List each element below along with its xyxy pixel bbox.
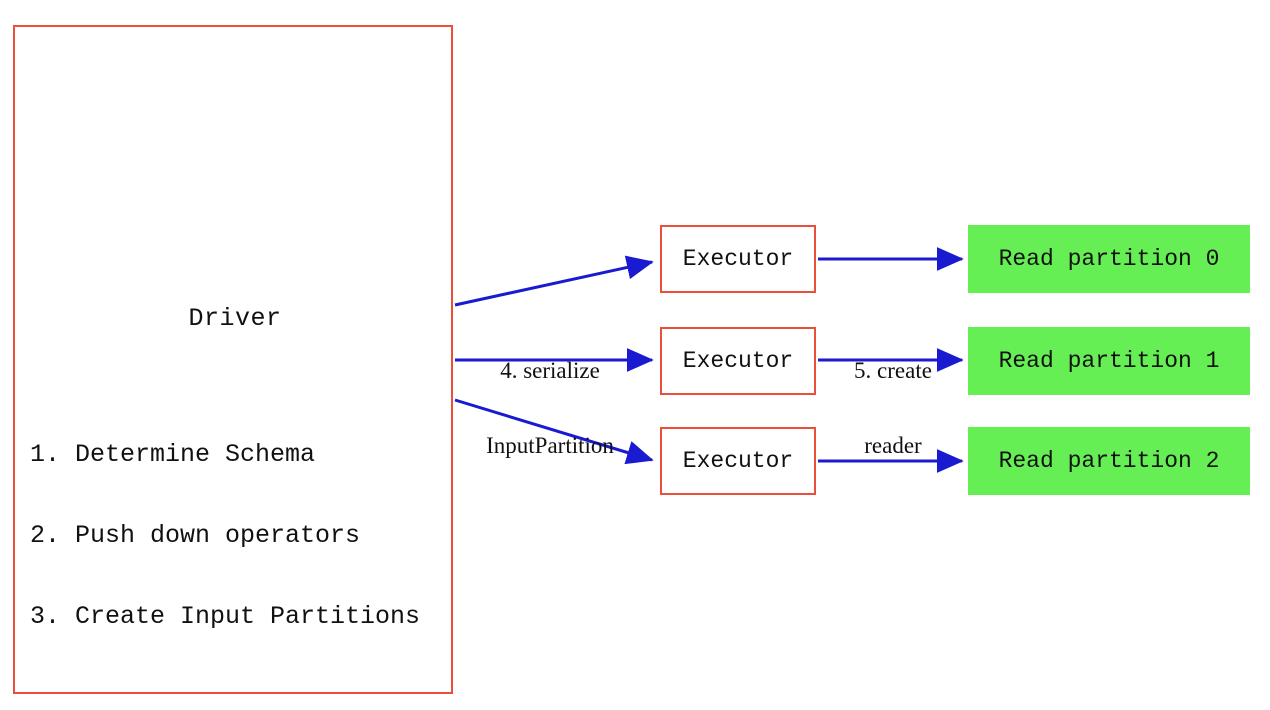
executor-box-3: Executor [660,427,816,495]
partition-box-1: Read partition 1 [968,327,1250,395]
edge-label-create-reader-line2: reader [864,433,922,458]
partition-box-2: Read partition 2 [968,427,1250,495]
executor-box-2: Executor [660,327,816,395]
driver-step-3: 3. Create Input Partitions [30,602,421,631]
edge-label-serialize: 4. serialize InputPartition [460,308,640,508]
edge-label-serialize-line1: 4. serialize [500,358,600,383]
edge-label-create-reader-line1: 5. create [854,358,932,383]
partition-label-1: Read partition 1 [998,348,1220,374]
driver-step-2: 2. Push down operators [30,521,361,550]
executor-label-2: Executor [682,348,794,374]
driver-step-1: 1. Determine Schema [30,440,316,469]
executor-label-1: Executor [682,246,794,272]
arrow-driver-to-executor-1 [454,255,654,307]
edge-label-create-reader: 5. create reader [823,308,963,508]
driver-steps-list: 1. Determine Schema 2. Push down operato… [30,387,420,684]
edge-label-serialize-line2: InputPartition [486,433,614,458]
partition-label-2: Read partition 2 [998,448,1220,474]
driver-box: Driver 1. Determine Schema 2. Push down … [13,25,453,694]
partition-label-0: Read partition 0 [998,246,1220,272]
driver-title: Driver [188,304,282,333]
executor-label-3: Executor [682,448,794,474]
executor-box-1: Executor [660,225,816,293]
partition-box-0: Read partition 0 [968,225,1250,293]
